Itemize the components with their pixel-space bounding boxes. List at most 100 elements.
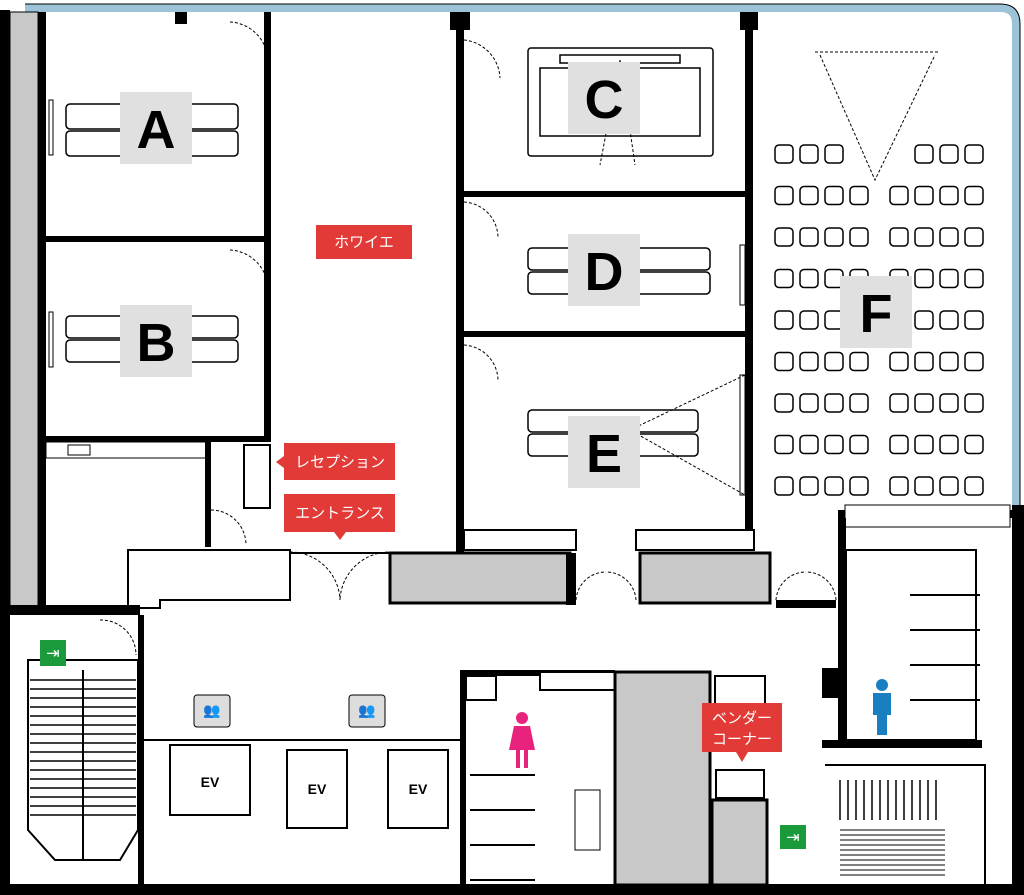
seat xyxy=(774,434,794,455)
seat xyxy=(774,393,794,413)
seat xyxy=(774,227,794,247)
svg-text:👥: 👥 xyxy=(203,703,220,719)
seat xyxy=(799,185,819,206)
door-b[interactable] xyxy=(229,249,269,289)
seat xyxy=(849,351,869,372)
seat xyxy=(964,393,984,413)
seat xyxy=(774,268,794,289)
seat xyxy=(774,144,794,164)
seat xyxy=(939,268,959,289)
service-strip xyxy=(9,11,39,608)
elevator-2[interactable]: EV xyxy=(286,749,348,829)
entrance-callout: エントランス xyxy=(284,494,395,540)
seat xyxy=(889,227,909,247)
seat xyxy=(964,227,984,247)
seat xyxy=(799,476,819,496)
room-f-label: F xyxy=(860,284,893,344)
seat xyxy=(799,434,819,455)
svg-text:👥: 👥 xyxy=(358,703,375,719)
storage-2 xyxy=(638,551,772,605)
room-c-label: C xyxy=(585,70,624,130)
seat xyxy=(914,268,934,289)
elevator-1-label: EV xyxy=(201,774,220,790)
seat xyxy=(849,476,869,496)
seat xyxy=(799,351,819,372)
seat xyxy=(964,310,984,330)
elevator-1[interactable]: EV xyxy=(169,744,251,816)
foyer-callout: ホワイエ xyxy=(316,225,412,259)
seat xyxy=(824,476,844,496)
room-d-label: D xyxy=(585,242,624,302)
foyer-label: ホワイエ xyxy=(334,233,394,251)
seat xyxy=(914,476,934,496)
seat xyxy=(889,351,909,372)
seat xyxy=(799,227,819,247)
seat xyxy=(914,144,934,164)
seat xyxy=(774,476,794,496)
reception-desk xyxy=(243,444,271,509)
seat xyxy=(889,476,909,496)
seat xyxy=(914,434,934,455)
door-a[interactable] xyxy=(229,21,269,61)
seat xyxy=(939,393,959,413)
seat xyxy=(774,310,794,330)
seat xyxy=(889,185,909,206)
seat xyxy=(914,310,934,330)
seat xyxy=(849,185,869,206)
seat xyxy=(774,185,794,206)
seat xyxy=(849,227,869,247)
seat xyxy=(939,310,959,330)
entrance-label: エントランス xyxy=(295,504,385,522)
seat xyxy=(939,185,959,206)
seat xyxy=(824,185,844,206)
vendor-label-line1: ベンダー xyxy=(712,709,772,727)
seat xyxy=(964,268,984,289)
elevator-3[interactable]: EV xyxy=(387,749,449,829)
seat xyxy=(939,434,959,455)
seat xyxy=(799,268,819,289)
room-a-label: A xyxy=(137,100,176,160)
female-restroom-icon xyxy=(509,712,535,768)
elevator-hall-icon: 👥 👥 xyxy=(193,694,386,728)
exterior-glass-wall xyxy=(25,4,1020,510)
reception-callout: レセプション xyxy=(276,443,395,480)
stairs-right xyxy=(839,780,945,876)
room-e-label: E xyxy=(586,424,622,484)
seat xyxy=(849,393,869,413)
storage-1 xyxy=(388,551,572,605)
elevator-2-label: EV xyxy=(308,781,327,797)
seat xyxy=(964,434,984,455)
svg-text:⇥: ⇥ xyxy=(46,644,59,663)
seat xyxy=(964,144,984,164)
seat xyxy=(939,476,959,496)
outer-wall-bottom xyxy=(0,884,1024,895)
seat xyxy=(914,393,934,413)
seat xyxy=(824,351,844,372)
stairs-left xyxy=(30,670,136,860)
seat xyxy=(824,393,844,413)
emergency-exit-sign-left: ⇥ xyxy=(40,640,66,666)
seat xyxy=(914,227,934,247)
seat xyxy=(939,144,959,164)
seat xyxy=(914,185,934,206)
seat xyxy=(889,434,909,455)
seat xyxy=(964,351,984,372)
emergency-exit-sign-right: ⇥ xyxy=(780,825,806,849)
seat xyxy=(849,434,869,455)
seat xyxy=(824,144,844,164)
seat xyxy=(914,351,934,372)
sink-icon xyxy=(67,444,91,456)
elevator-3-label: EV xyxy=(409,781,428,797)
seat xyxy=(939,227,959,247)
seat xyxy=(774,351,794,372)
seat xyxy=(799,310,819,330)
theater-seating xyxy=(774,144,984,496)
reception-label: レセプション xyxy=(295,453,385,471)
svg-text:⇥: ⇥ xyxy=(786,828,799,847)
seat xyxy=(939,351,959,372)
seat xyxy=(889,393,909,413)
seat xyxy=(824,227,844,247)
male-restroom-icon xyxy=(873,679,891,735)
seat xyxy=(799,144,819,164)
